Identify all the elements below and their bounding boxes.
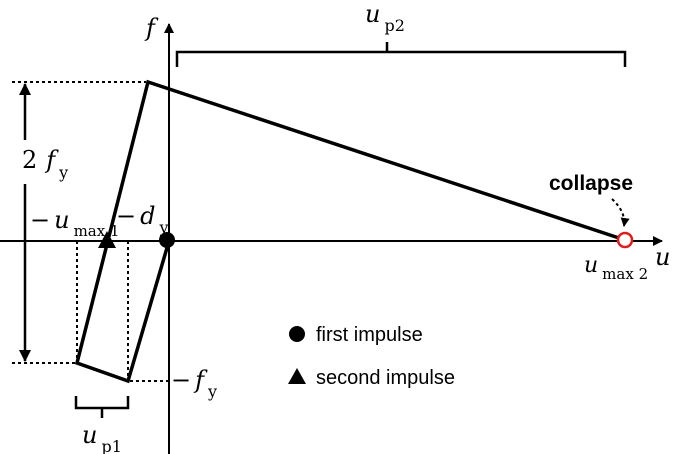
u-axis-label: u (655, 243, 670, 271)
up2-label: u p2 (365, 0, 405, 35)
fy-label: − f y (171, 366, 217, 401)
up2-bracket (175, 42, 627, 67)
umax1-label: − u max 1 (30, 206, 120, 240)
dy-label: − d y (116, 202, 169, 237)
legend-triangle-icon (288, 368, 306, 384)
up1-bracket (74, 396, 130, 418)
legend-circle-icon (289, 326, 305, 342)
collapse-marker (616, 231, 634, 249)
umax2-label: u max 2 (584, 253, 648, 283)
legend: first impulse second impulse (288, 324, 455, 389)
f-axis-label: f (144, 14, 159, 42)
up1-label: u p1 (82, 421, 122, 454)
force-displacement-path (74, 79, 626, 384)
first-impulse-marker (159, 232, 175, 248)
collapse-arrow (611, 198, 630, 227)
collapse-label: collapse (549, 172, 633, 195)
legend-first-impulse: first impulse (316, 324, 423, 346)
second-impulse-marker (98, 231, 116, 248)
legend-second-impulse: second impulse (316, 367, 455, 389)
